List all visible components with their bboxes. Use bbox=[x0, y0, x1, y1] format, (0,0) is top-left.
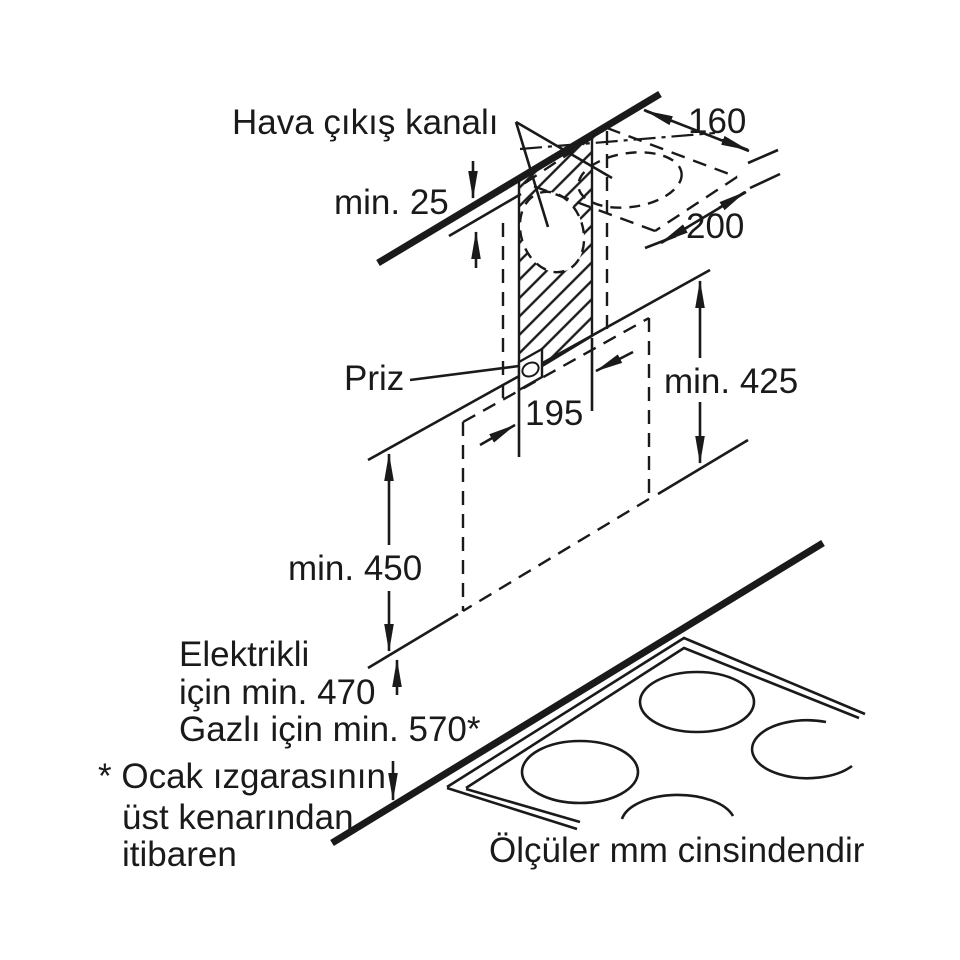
dim-160 bbox=[643, 108, 750, 153]
socket-icon bbox=[517, 346, 544, 393]
dim-195-arrows bbox=[479, 350, 634, 447]
cooktop bbox=[446, 636, 866, 831]
label-footnote-1: * Ocak ızgarasının bbox=[98, 757, 386, 796]
tick-200-right bbox=[749, 172, 781, 190]
ceiling-offset-line bbox=[448, 192, 522, 238]
dim-min25-arrows bbox=[468, 161, 481, 268]
cooktop-outer-border bbox=[446, 786, 578, 831]
burner-bottom-partial bbox=[620, 793, 735, 820]
duct-channel-hatched bbox=[517, 131, 594, 383]
label-footnote-3: itibaren bbox=[122, 835, 237, 874]
dim-min450-label: min. 450 bbox=[288, 549, 423, 588]
dim-min425-label: min. 425 bbox=[664, 362, 799, 401]
hood-body-outline bbox=[461, 316, 651, 613]
label-units-note: Ölçüler mm cinsindendir bbox=[489, 831, 865, 870]
duct-hole-wall-ellipse bbox=[518, 190, 586, 274]
label-electric-1: Elektrikli bbox=[179, 635, 310, 674]
dim-200 bbox=[660, 190, 747, 245]
label-gas: Gazlı için min. 570* bbox=[179, 710, 481, 749]
dim-200-label: 200 bbox=[686, 207, 745, 246]
wall-line-lower-right-tick bbox=[657, 438, 749, 496]
dashed-construction-lines bbox=[461, 126, 738, 613]
tick-160-right bbox=[747, 148, 779, 165]
socket-leader bbox=[409, 364, 520, 382]
burner-right-partial bbox=[750, 718, 853, 780]
wall-line-lower-left bbox=[367, 612, 459, 670]
dim-160-label: 160 bbox=[688, 102, 747, 141]
duct-hole-topview-ellipse bbox=[577, 151, 683, 209]
cooktop-inner-border-bottom bbox=[465, 787, 581, 824]
hole-centerline bbox=[519, 131, 716, 151]
label-electric-2: için min. 470 bbox=[179, 673, 376, 712]
label-air-duct: Hava çıkış kanalı bbox=[232, 103, 499, 142]
cooktop-inner-border-top bbox=[465, 646, 860, 790]
dimension-arrows bbox=[384, 108, 750, 801]
dim-195-label: 195 bbox=[525, 394, 584, 433]
cooktop-outer-border-top bbox=[446, 636, 866, 789]
label-socket: Priz bbox=[344, 359, 405, 398]
burner-upper bbox=[638, 670, 756, 734]
label-footnote-2: üst kenarından bbox=[122, 798, 354, 837]
dim-min25-label: min. 25 bbox=[334, 183, 449, 222]
hob-level-line bbox=[330, 540, 825, 846]
ceiling-line bbox=[376, 90, 662, 267]
burner-left bbox=[520, 739, 640, 805]
